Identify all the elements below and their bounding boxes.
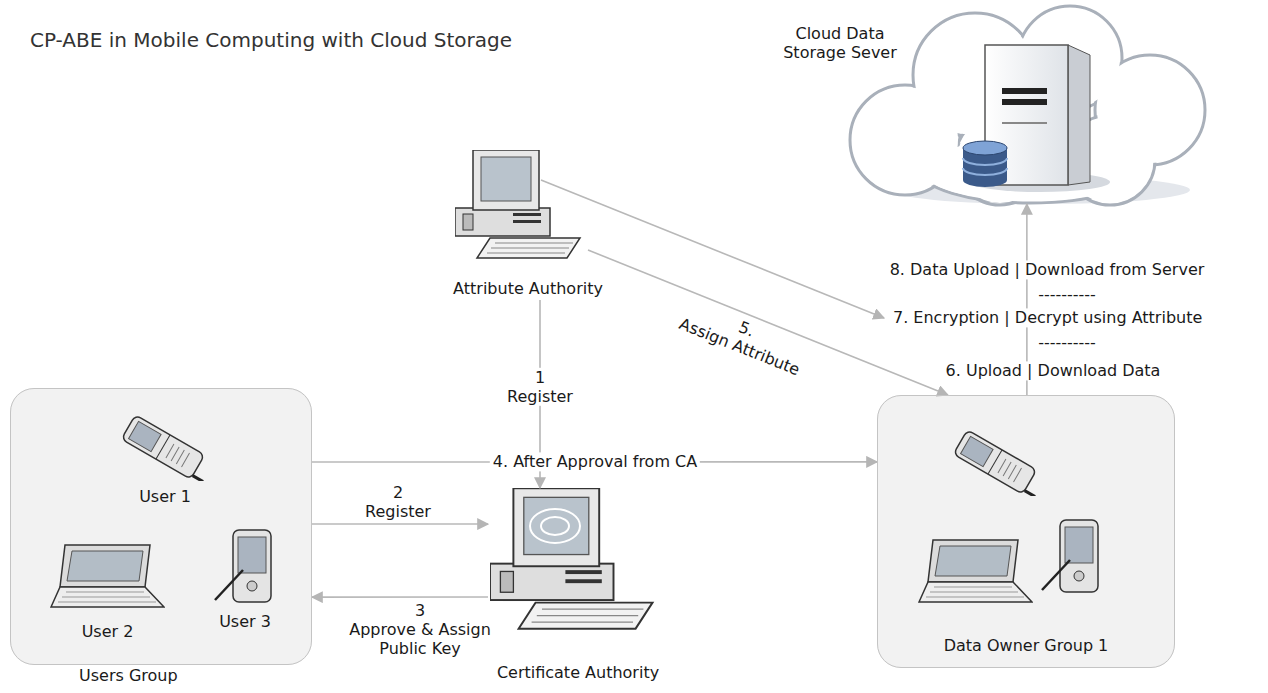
phone-icon: [953, 430, 1047, 500]
step-label: ----------: [1035, 285, 1099, 304]
phone-icon: [121, 415, 215, 485]
group-fill: [10, 388, 312, 665]
laptop-icon: [919, 540, 1032, 602]
group-box: Data Owner Group 1: [877, 395, 1175, 668]
connector-arrow: [312, 596, 488, 598]
authority-node: Attribute Authority: [428, 148, 628, 300]
edge-label: 3 Approve & Assign Public Key: [337, 601, 503, 659]
group-fill: [877, 395, 1175, 668]
node-label: Data Owner Group 1: [944, 636, 1109, 655]
diagram-title: CP-ABE in Mobile Computing with Cloud St…: [30, 28, 512, 52]
node-label: User 2: [82, 622, 134, 641]
step-label: 6. Upload | Download Data: [943, 361, 1164, 380]
cloud-shape: [850, 6, 1205, 205]
device-node: User 1: [110, 408, 220, 508]
step-label: ----------: [1035, 333, 1099, 352]
node-label: Certificate Authority: [497, 663, 659, 682]
computer-icon: [455, 150, 580, 258]
node-label: User 3: [219, 612, 271, 631]
device-node: User 3: [200, 528, 290, 633]
connector-arrow: [312, 523, 488, 525]
pda-icon: [215, 530, 271, 602]
group-box: Users GroupUser 1User 2User 3: [10, 388, 312, 665]
certificate-symbol: [530, 509, 580, 543]
edge-label: 5. Assign Attribute: [674, 295, 813, 380]
computer-icon: [490, 488, 653, 628]
node-label: Cloud Data Storage Sever: [775, 24, 905, 62]
edge-label: 2 Register: [362, 483, 434, 521]
node-label: Attribute Authority: [453, 279, 603, 298]
node-label: User 1: [139, 487, 191, 506]
server-icon: [963, 45, 1110, 192]
step-label: 8. Data Upload | Download from Server: [887, 260, 1208, 279]
laptop-icon: [51, 545, 164, 607]
edge-label: 1 Register: [504, 368, 576, 406]
device-node: User 2: [45, 538, 170, 643]
step-label: 7. Encryption | Decrypt using Attribute: [890, 308, 1205, 327]
edge-label: 4. After Approval from CA: [490, 452, 700, 471]
cloud-node: Cloud Data Storage Sever: [775, 4, 1210, 204]
node-label: Users Group: [79, 666, 178, 685]
pda-icon: [1042, 520, 1098, 592]
